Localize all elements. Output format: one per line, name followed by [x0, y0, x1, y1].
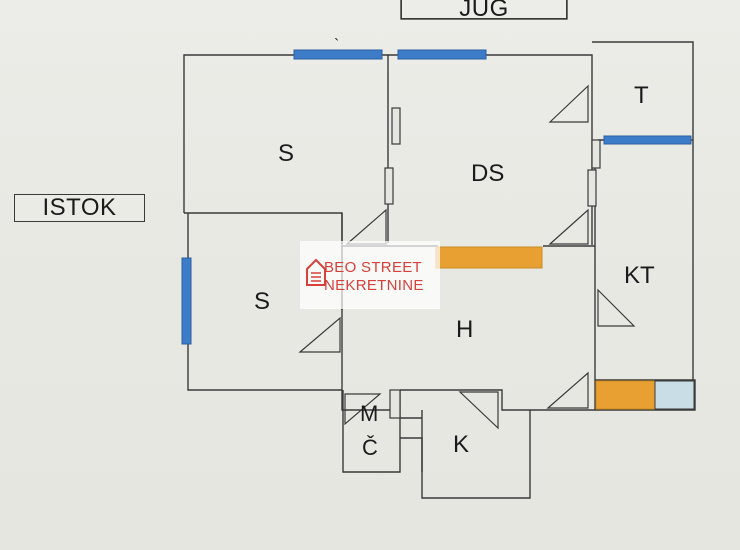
door-living-bottom [548, 208, 589, 245]
wall-living [388, 54, 593, 245]
opening-1 [391, 107, 401, 145]
door-bedroom-top [345, 208, 387, 245]
door-mc [344, 393, 382, 426]
opening-5 [389, 389, 401, 419]
watermark: BEO STREET NEKRETNINE [300, 241, 440, 309]
wall-kt-bottom [595, 379, 696, 411]
window-living [397, 49, 487, 60]
window-bedroom-top [293, 49, 383, 60]
direction-istok: ISTOK [14, 194, 145, 222]
wall-mc-inner [400, 437, 423, 472]
room-label-bedroom-top: S [278, 140, 295, 167]
room-label-storage-top: M [360, 401, 379, 426]
room-label-bedroom-left: S [254, 288, 271, 315]
wall-hall-bottom-right [400, 380, 596, 411]
wall-terrace [592, 41, 694, 380]
window-terrace [603, 135, 692, 145]
stray-mark: ` [334, 37, 340, 54]
room-label-kitchen: K [453, 431, 470, 458]
room-label-living: DS [471, 160, 505, 187]
opening-2 [384, 167, 394, 205]
wall-bedroom-top [183, 54, 389, 243]
wall-hall-bottom [341, 390, 400, 411]
wall-k [421, 410, 531, 499]
room-label-storage-bottom: Č [362, 435, 378, 460]
watermark-line-2: NEKRETNINE [324, 277, 424, 294]
room-label-kitchen-terrace: KT [624, 262, 655, 289]
opening-3 [591, 139, 601, 169]
panel-kt [654, 380, 695, 410]
door-kt [597, 288, 636, 327]
highlight-kt [595, 380, 656, 410]
room-label-terrace: T [634, 82, 649, 109]
direction-jug: JUG [401, 0, 567, 22]
wall-mc [342, 390, 401, 473]
door-hall [546, 371, 589, 409]
door-living [548, 84, 589, 123]
door-bedroom-left [298, 316, 341, 353]
room-label-hall: H [456, 316, 474, 343]
window-bedroom-left [181, 257, 192, 345]
opening-4 [587, 169, 597, 207]
house-logo-icon [306, 258, 326, 286]
door-k [458, 391, 499, 430]
watermark-line-1: BEO STREET [324, 259, 423, 276]
highlight-hall [435, 246, 543, 269]
